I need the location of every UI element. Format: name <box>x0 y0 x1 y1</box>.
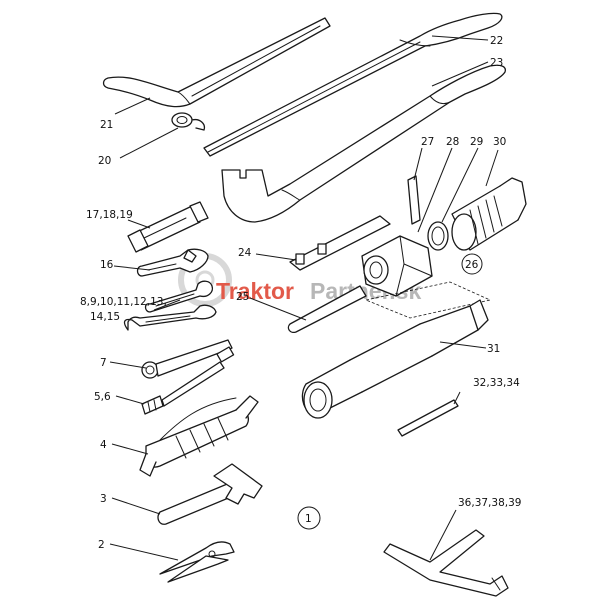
label-4: 4 <box>100 439 107 451</box>
bushing-20 <box>171 112 206 131</box>
label-28: 28 <box>446 136 459 148</box>
label-7: 7 <box>100 357 107 369</box>
threaded-fitting-30 <box>451 177 527 251</box>
label-17: 17,18,19 <box>86 209 133 221</box>
tire-lever-23 <box>221 64 506 223</box>
wrench-set-8 <box>123 280 217 331</box>
callout-circle-26 <box>461 253 483 275</box>
label-26: 26 <box>465 259 479 271</box>
sealing-ring-29 <box>427 221 449 251</box>
label-23: 23 <box>490 57 503 69</box>
rod-25 <box>287 285 367 334</box>
label-16: 16 <box>100 259 114 271</box>
label-2: 2 <box>98 539 105 551</box>
thin-rod-32 <box>397 399 459 437</box>
pliers-2 <box>159 541 235 583</box>
label-36: 36,37,38,39 <box>458 497 521 509</box>
grease-gun-4 <box>139 395 259 477</box>
adapter-spindle-31 <box>301 281 492 419</box>
open-end-wrench-16 <box>136 248 209 277</box>
tire-lever-22 <box>203 12 503 157</box>
label-25: 25 <box>236 291 249 303</box>
label-3: 3 <box>100 493 107 505</box>
callout-circle-1 <box>297 506 321 530</box>
label-30: 30 <box>493 136 506 148</box>
flat-bar-24 <box>289 215 391 271</box>
label-32: 32,33,34 <box>473 377 520 389</box>
label-5: 5,6 <box>94 391 111 403</box>
label-27: 27 <box>421 136 434 148</box>
hammer-3 <box>157 463 263 525</box>
label-14: 14,15 <box>90 311 120 323</box>
hex-key-36 <box>383 529 509 597</box>
grease-adapter-5 <box>141 361 225 415</box>
label-29: 29 <box>470 136 483 148</box>
box-spanner-17 <box>127 201 209 253</box>
leader-lines <box>109 35 499 561</box>
label-24: 24 <box>238 247 252 259</box>
ring-spanner-7 <box>141 339 235 379</box>
label-1: 1 <box>305 513 312 525</box>
hex-nut-28 <box>361 235 433 297</box>
label-8: 8,9,10,11,12,13, <box>80 296 167 308</box>
pin-27 <box>407 175 421 225</box>
label-20: 20 <box>98 155 111 167</box>
tire-lever-21 <box>102 17 331 108</box>
label-22: 22 <box>490 35 503 47</box>
label-31: 31 <box>487 343 500 355</box>
label-21: 21 <box>100 119 113 131</box>
